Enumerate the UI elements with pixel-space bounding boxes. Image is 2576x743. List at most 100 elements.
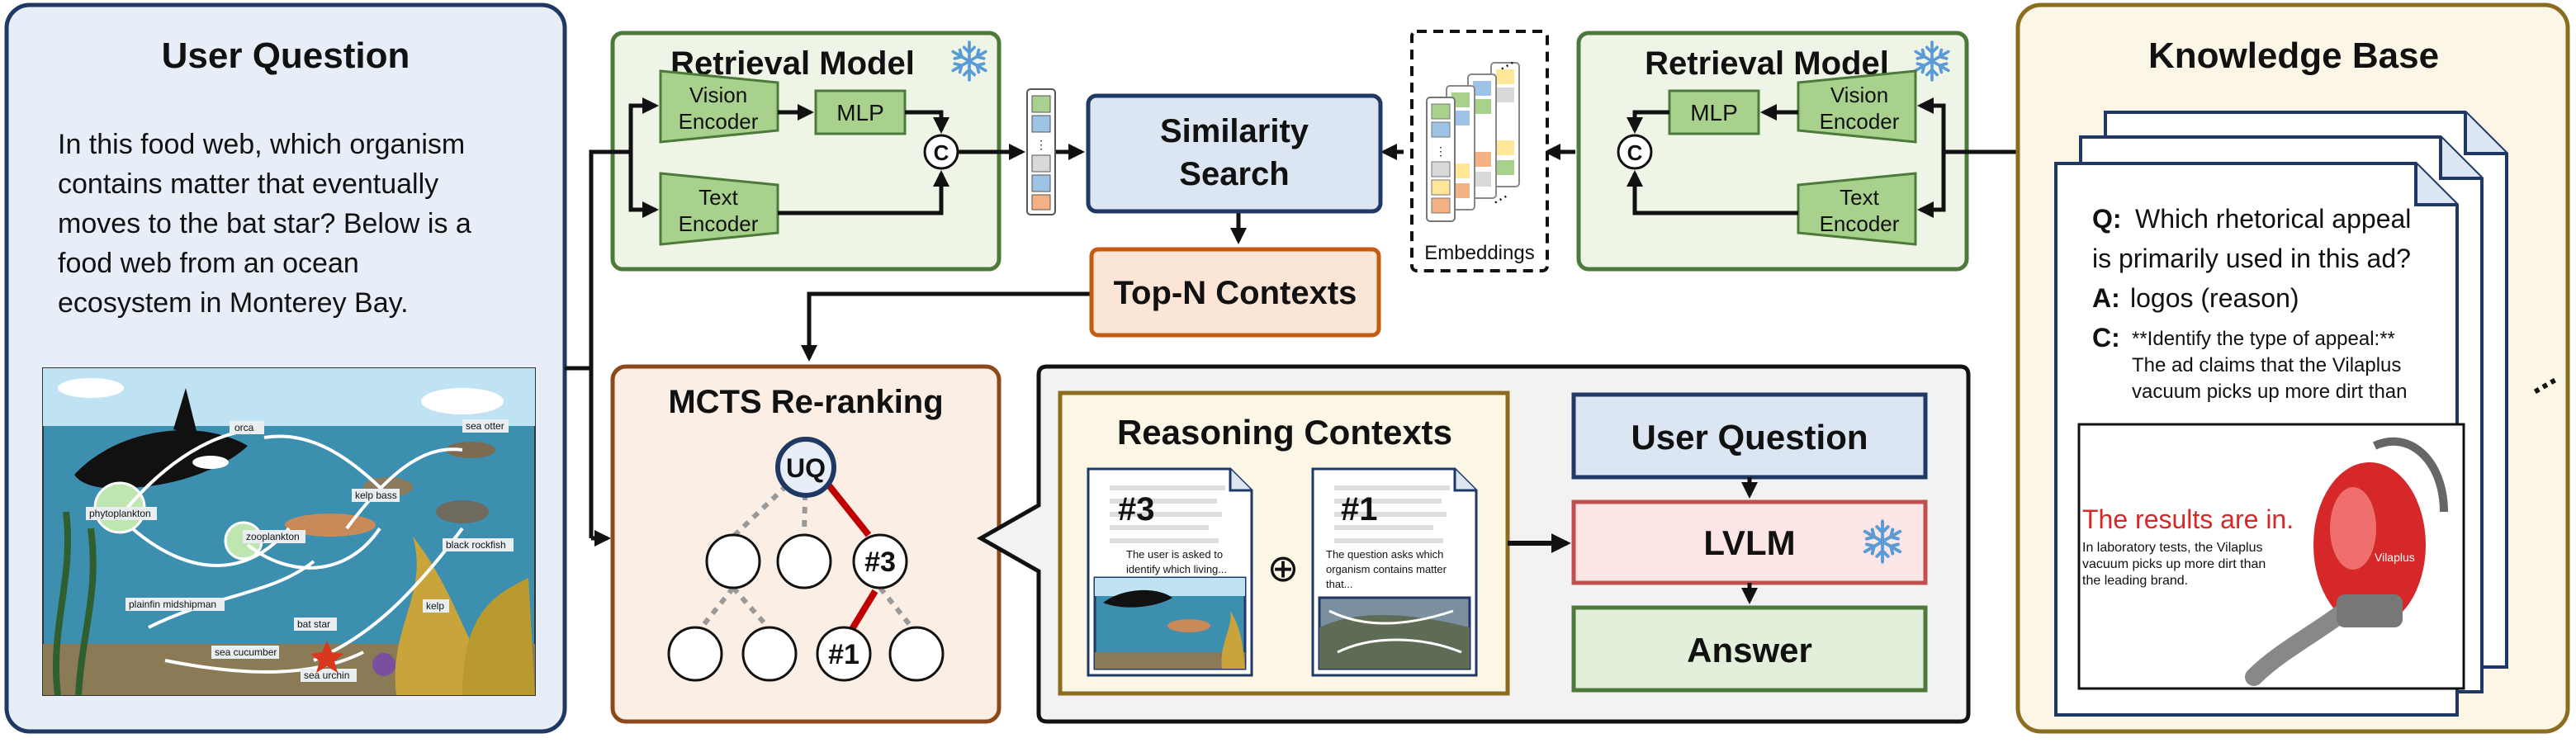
- text-encoder-block: [659, 172, 779, 246]
- lvlm-box: [1571, 499, 1928, 585]
- pipeline-user-question-label: User Question: [1631, 418, 1868, 457]
- doc-rank-tag: #1: [1341, 491, 1378, 528]
- foodweb-label: kelp: [426, 600, 444, 612]
- foodweb-label: sea cucumber: [215, 646, 277, 658]
- knowledge-base-title: Knowledge Base: [2148, 35, 2439, 76]
- kb-q-text: is primarily used in this ad?: [2092, 244, 2411, 273]
- top-n-contexts-box: Top-N Contexts: [1089, 247, 1381, 338]
- mcts-node: [888, 626, 945, 682]
- text-encoder-label: Text: [1840, 185, 1879, 210]
- kb-a-label: A:: [2092, 283, 2120, 313]
- similarity-search-box: Similarity Search: [1086, 93, 1383, 214]
- retrieval-model-left: Retrieval Model Vision Encoder Text Enco…: [610, 31, 1002, 272]
- mcts-node-3-label: #3: [864, 547, 896, 578]
- concat-node: [1617, 134, 1653, 170]
- question-line: contains matter that eventually: [58, 168, 438, 200]
- foodweb-label: plainfin midshipman: [129, 599, 216, 610]
- foodweb-label: sea urchin: [304, 670, 349, 681]
- food-web-image: orca sea otter phytoplankton kelp bass z…: [42, 367, 536, 696]
- kb-c-text: The ad claims that the Vilaplus: [2132, 354, 2401, 376]
- question-line: moves to the bat star? Below is a: [58, 208, 471, 239]
- plus-symbol: ⊕: [1267, 547, 1300, 589]
- ad-body: vacuum picks up more dirt than: [2082, 557, 2266, 571]
- mcts-node: [705, 533, 761, 589]
- answer-box: [1571, 605, 1928, 693]
- embeddings-stack: ⋮ ⋯ ⋯ Embeddings: [1410, 30, 1549, 272]
- doc-text: identify which living...: [1126, 563, 1227, 575]
- text-encoder-label: Encoder: [1820, 211, 1900, 236]
- kb-q-label: Q:: [2092, 204, 2122, 234]
- question-line: food web from an ocean: [58, 248, 359, 279]
- vacuum-ad-image: The results are in. In laboratory tests,…: [2077, 423, 2465, 690]
- kb-q-text: Which rhetorical appeal: [2135, 204, 2411, 234]
- reasoning-contexts-title: Reasoning Contexts: [1117, 413, 1452, 452]
- mlp-label: MLP: [836, 100, 884, 125]
- foodweb-label: zooplankton: [246, 531, 300, 542]
- kb-c-text: vacuum picks up more dirt than: [2132, 381, 2407, 403]
- foodweb-label: black rockfish: [446, 539, 506, 551]
- knowledge-base-panel: Knowledge Base Q: Which rhetorical appea…: [2015, 2, 2570, 734]
- pipeline-user-question-box: [1571, 392, 1928, 480]
- ad-brand: Vilaplus: [2375, 551, 2415, 564]
- svg-text:⋮: ⋮: [1435, 144, 1447, 158]
- foodweb-label: phytoplankton: [89, 508, 151, 519]
- vision-encoder-block: [1797, 69, 1917, 144]
- concat-label: C: [1627, 140, 1643, 165]
- text-encoder-label: Encoder: [679, 211, 759, 236]
- foodweb-label: sea otter: [466, 420, 504, 432]
- mcts-title: MCTS Re-ranking: [668, 384, 943, 420]
- context-document: #1 The question asks which organism cont…: [1311, 467, 1478, 677]
- embeddings-label: Embeddings: [1424, 242, 1534, 264]
- concat-label: C: [934, 140, 949, 165]
- mcts-node: [741, 626, 798, 682]
- context-document: #3 The user is asked to identify which l…: [1087, 467, 1253, 677]
- vision-encoder-label: Vision: [689, 83, 747, 107]
- mlp-block: [1668, 89, 1760, 135]
- foodweb-label: bat star: [297, 618, 330, 630]
- svg-text:⋮: ⋮: [1035, 138, 1047, 151]
- mcts-root-node: [775, 437, 836, 498]
- reasoning-lvlm-panel: Reasoning Contexts #3 The user is asked …: [976, 364, 1971, 724]
- mcts-node-1-label: #1: [828, 639, 859, 670]
- kb-a-text: logos (reason): [2130, 283, 2299, 313]
- vision-encoder-label: Encoder: [679, 109, 759, 134]
- doc-text: The user is asked to: [1126, 548, 1223, 561]
- ad-headline: The results are in.: [2082, 504, 2294, 534]
- kb-c-text: **Identify the type of appeal:**: [2132, 328, 2395, 350]
- user-question-text: In this food web, which organism contain…: [58, 129, 471, 319]
- mcts-reranking-panel: MCTS Re-ranking UQ #3 #1: [610, 364, 1002, 724]
- text-encoder-label: Text: [698, 185, 738, 210]
- doc-rank-tag: #3: [1118, 491, 1155, 528]
- mcts-node-3: [852, 533, 908, 589]
- similarity-search-label: Similarity: [1160, 113, 1309, 149]
- doc-text: organism contains matter: [1326, 563, 1447, 575]
- foodweb-label: kelp bass: [355, 490, 397, 501]
- mcts-node: [667, 626, 723, 682]
- ad-body: the leading brand.: [2082, 574, 2188, 588]
- vision-encoder-label: Vision: [1830, 83, 1888, 107]
- mcts-node: [776, 533, 832, 589]
- doc-text: that...: [1326, 578, 1353, 590]
- ad-body: In laboratory tests, the Vilaplus: [2082, 541, 2263, 555]
- query-embedding: ⋮: [1026, 88, 1056, 215]
- question-line: In this food web, which organism: [58, 129, 465, 160]
- kb-c-label: C:: [2092, 323, 2120, 353]
- mlp-label: MLP: [1690, 100, 1738, 125]
- mcts-root-label: UQ: [786, 453, 826, 483]
- mcts-node-1: [816, 626, 872, 682]
- retrieval-model-right: Retrieval Model Vision Encoder Text Enco…: [1576, 31, 2018, 272]
- similarity-search-label: Search: [1179, 156, 1289, 192]
- vision-encoder-label: Encoder: [1820, 109, 1900, 134]
- vision-encoder-block: [659, 69, 779, 144]
- retrieval-model-title: Retrieval Model: [1645, 45, 1889, 82]
- question-line: ecosystem in Monterey Bay.: [58, 287, 409, 319]
- lvlm-label: LVLM: [1703, 523, 1795, 562]
- answer-label: Answer: [1687, 631, 1812, 670]
- user-question-title: User Question: [162, 35, 410, 76]
- text-encoder-block: [1797, 172, 1917, 246]
- doc-text: The question asks which: [1326, 548, 1443, 561]
- foodweb-label: orca: [234, 422, 254, 433]
- user-question-panel: User Question In this food web, which or…: [4, 2, 567, 734]
- top-n-contexts-label: Top-N Contexts: [1114, 275, 1357, 311]
